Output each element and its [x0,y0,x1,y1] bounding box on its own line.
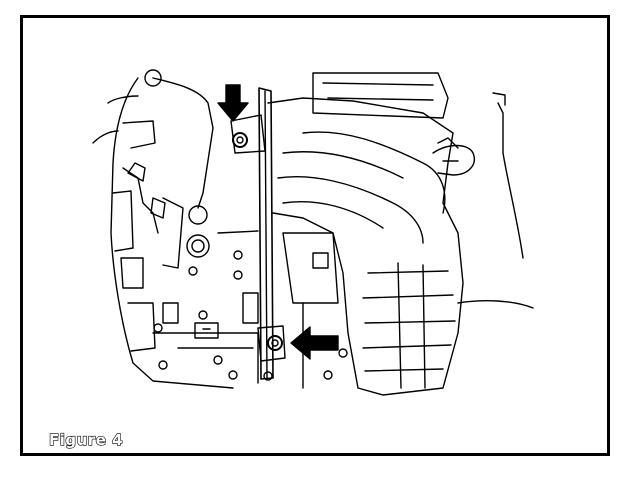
dipstick-tube [258,87,274,380]
lower-bolt [267,335,283,351]
engine-diagram [92,69,534,396]
arrow-down-icon [217,84,249,122]
intake-manifold [267,97,464,396]
engine-block-outline [110,77,234,389]
connector-circle [144,69,162,87]
figure-frame: Figure 4 [20,15,610,456]
arrow-left-icon [290,326,339,360]
figure-caption: Figure 4 [48,430,124,449]
engine-block-edge [122,120,156,149]
upper-bolt [232,132,248,148]
